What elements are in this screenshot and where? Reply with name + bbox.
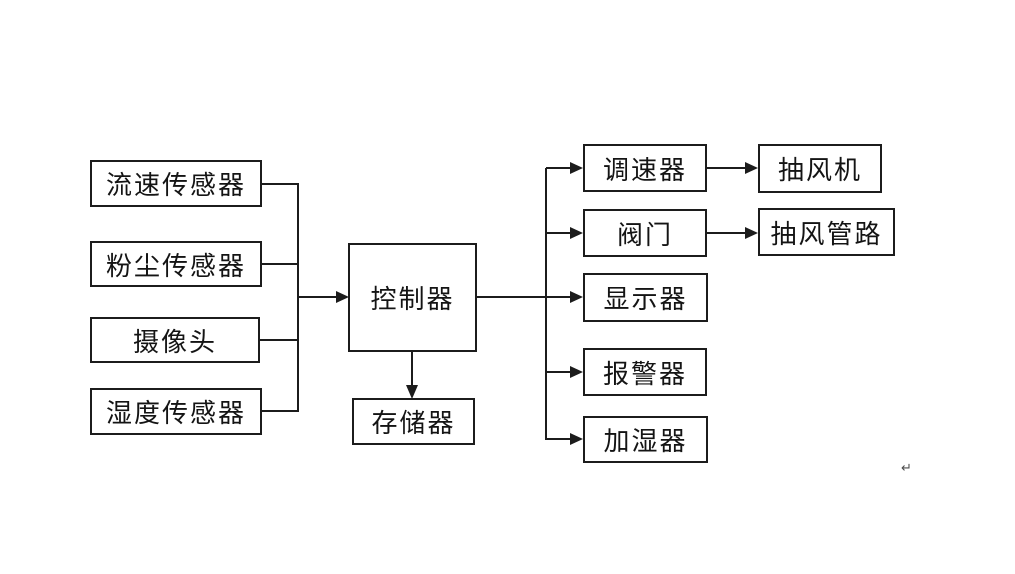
node-exhaust-fan-label: 抽风机	[777, 156, 862, 185]
node-dust-sensor: 粉尘传感器	[90, 241, 262, 287]
node-exhaust-fan: 抽风机	[758, 144, 882, 193]
node-camera: 摄像头	[90, 317, 260, 363]
node-display: 显示器	[583, 273, 708, 322]
arrowhead-exhaust-duct	[745, 227, 758, 239]
node-speed-regulator: 调速器	[583, 144, 707, 192]
node-controller: 控制器	[348, 243, 477, 352]
node-exhaust-duct: 抽风管路	[758, 208, 895, 256]
arrowhead-display	[570, 291, 583, 303]
node-speed-regulator-label: 调速器	[602, 155, 687, 185]
node-flow-sensor-label: 流速传感器	[105, 171, 246, 200]
arrowhead-storage	[406, 385, 418, 399]
node-valve-label: 阀门	[616, 220, 673, 250]
node-flow-sensor: 流速传感器	[90, 160, 262, 207]
node-humidifier-label: 加湿器	[603, 427, 688, 456]
arrowhead-alarm	[570, 366, 583, 378]
node-alarm-label: 报警器	[602, 359, 687, 389]
arrowhead-exhaust-fan	[745, 162, 758, 174]
arrowhead-valve	[570, 227, 583, 239]
node-dust-sensor-label: 粉尘传感器	[105, 251, 246, 281]
node-storage: 存储器	[352, 398, 475, 445]
node-controller-label: 控制器	[370, 285, 455, 314]
node-display-label: 显示器	[603, 285, 688, 314]
paragraph-mark: ↵	[901, 461, 912, 476]
node-alarm: 报警器	[583, 348, 707, 396]
arrowhead-speed-regulator	[570, 162, 583, 174]
node-exhaust-duct-label: 抽风管路	[770, 219, 883, 249]
node-humidifier: 加湿器	[583, 416, 708, 463]
node-storage-label: 存储器	[371, 409, 456, 438]
node-humidity-sensor: 湿度传感器	[90, 388, 262, 435]
node-humidity-sensor-label: 湿度传感器	[105, 399, 246, 428]
arrowhead-humidifier	[570, 433, 583, 445]
node-valve: 阀门	[583, 209, 707, 257]
arrowhead-controller	[336, 291, 349, 303]
node-camera-label: 摄像头	[132, 327, 217, 357]
